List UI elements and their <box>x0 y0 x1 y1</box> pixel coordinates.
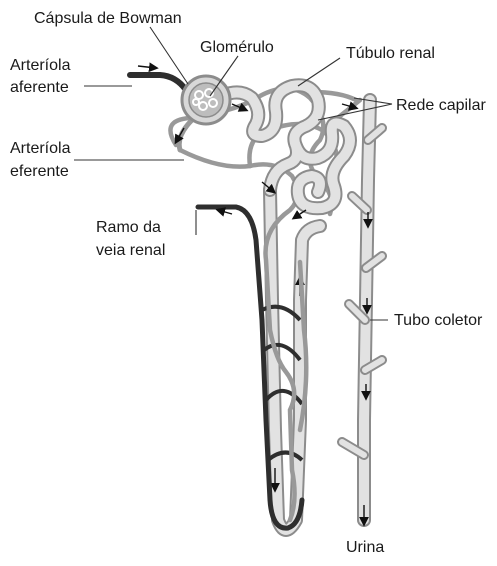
bowman-capsule <box>182 76 230 124</box>
label-efferent-line2: eferente <box>10 163 69 180</box>
collecting-duct <box>342 100 382 524</box>
label-vein-line2: veia renal <box>96 242 165 259</box>
label-afferent-line2: aferente <box>10 79 69 96</box>
efferent-arteriole <box>176 120 192 150</box>
label-efferent-line1: Arteríola <box>10 140 71 157</box>
label-renal-tubule: Túbulo renal <box>346 45 435 62</box>
label-collecting-duct: Tubo coletor <box>394 312 483 329</box>
label-afferent-line1: Arteríola <box>10 57 71 74</box>
afferent-arteriole <box>130 66 186 90</box>
leader-tubule <box>298 58 340 86</box>
label-vein-line1: Ramo da <box>96 219 161 236</box>
label-bowman-capsule: Cápsula de Bowman <box>34 10 182 27</box>
renal-vein-branch <box>198 207 302 528</box>
label-capillary-network: Rede capilar <box>396 97 487 114</box>
label-glomerulus: Glomérulo <box>200 39 274 56</box>
label-urine: Urina <box>346 539 384 556</box>
